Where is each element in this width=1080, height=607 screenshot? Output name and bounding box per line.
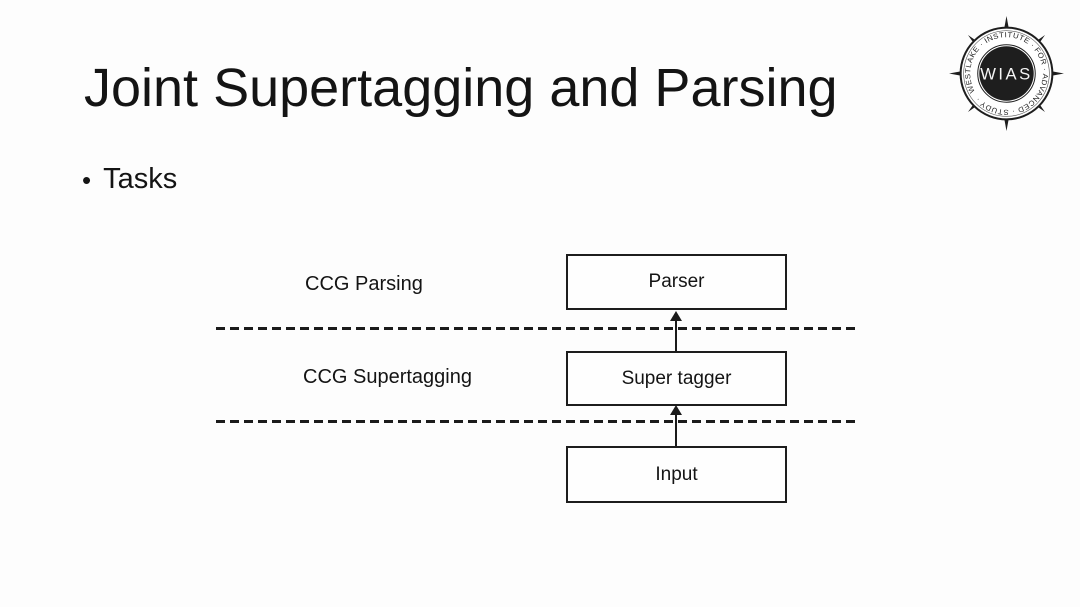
dashed-separator-top (216, 327, 859, 330)
logo-acronym: WIAS (980, 65, 1033, 84)
arrow-up-icon (670, 405, 682, 415)
dashed-separator-bottom (216, 420, 859, 423)
arrow-input-to-supertagger (675, 413, 677, 446)
bullet-item-tasks: • Tasks (82, 163, 177, 196)
arrow-up-icon (670, 311, 682, 321)
diagram-box-input: Input (566, 446, 787, 503)
layer-label-ccg-supertagging: CCG Supertagging (303, 366, 472, 388)
layer-label-ccg-parsing: CCG Parsing (305, 273, 423, 295)
diagram-box-parser: Parser (566, 254, 787, 310)
slide-title: Joint Supertagging and Parsing (84, 58, 838, 118)
diagram-box-super-tagger: Super tagger (566, 351, 787, 406)
bullet-icon: • (82, 164, 92, 195)
bullet-label: Tasks (103, 163, 178, 195)
wias-logo: WESTLAKE · INSTITUTE · FOR · ADVANCED · … (949, 16, 1064, 131)
arrow-supertagger-to-parser (675, 319, 677, 351)
